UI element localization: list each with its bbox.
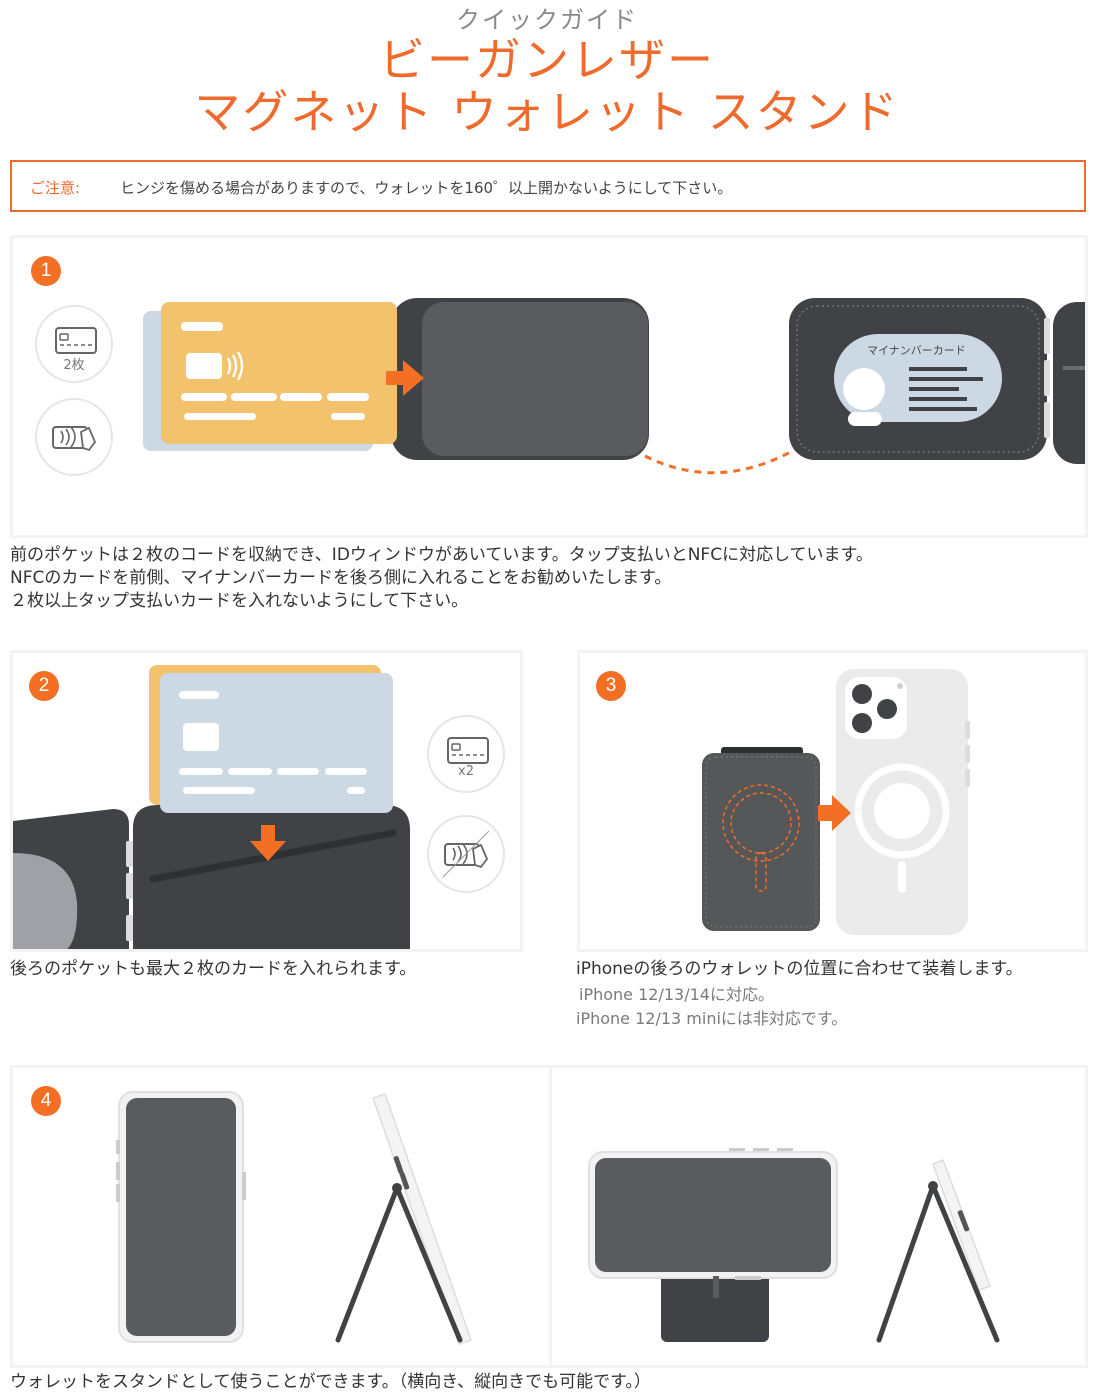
- id-window-label: マイナンバーカード: [867, 344, 966, 357]
- step-1-desc-line-1: 前のポケットは２枚のコードを収納でき、IDウィンドウがあいています。タップ支払い…: [10, 545, 873, 565]
- step-1-panel: 1 2枚: [10, 235, 1088, 538]
- step-3-note-1: iPhone 12/13/14に対応。: [579, 985, 774, 1004]
- step-1-number: 1: [31, 256, 61, 286]
- card-count-label-2: x2: [458, 764, 474, 779]
- guide-subtitle: クイックガイド: [456, 6, 638, 34]
- product-title-line-1: ビーガンレザー: [379, 33, 715, 87]
- step-4-divider: [549, 1068, 552, 1365]
- card-count-icon: 2枚: [35, 305, 113, 383]
- card-count-label: 2枚: [63, 358, 85, 373]
- step-2-desc: 後ろのポケットも最大２枚のカードを入れられます。: [10, 959, 417, 979]
- step-3-number: 3: [596, 671, 626, 701]
- step-2-panel: 2 x2: [10, 650, 523, 952]
- step-1-desc-line-3: ２枚以上タップ支払いカードを入れないようにして下さい。: [10, 591, 469, 611]
- step-3-illustration: [702, 669, 970, 935]
- step-1-desc-line-2: NFCのカードを前側、マイナンバーカードを後ろ側に入れることをお勧めいたします。: [10, 568, 672, 588]
- step-3-panel: 3: [577, 650, 1088, 952]
- card-count-icon-2: x2: [427, 715, 505, 793]
- step-4-panel: 4: [10, 1065, 1088, 1368]
- step-3-desc: iPhoneの後ろのウォレットの位置に合わせて装着します。: [576, 959, 1023, 979]
- step-4-illustration: [116, 1091, 1000, 1345]
- step-4-desc: ウォレットをスタンドとして使うことができます。（横向き、縦向きでも可能です。）: [10, 1372, 651, 1392]
- tap-to-pay-icon: [35, 398, 113, 476]
- caution-label: ご注意:: [30, 179, 81, 197]
- step-1-illustration: [143, 298, 1085, 475]
- step-3-note-2: iPhone 12/13 miniには非対応です。: [576, 1009, 848, 1028]
- step-2-number: 2: [29, 671, 59, 701]
- caution-notice: ご注意: ヒンジを傷める場合がありますので、ウォレットを160゜以上開かないよう…: [10, 160, 1086, 212]
- step-2-illustration: [13, 665, 410, 949]
- caution-text: ヒンジを傷める場合がありますので、ウォレットを160゜以上開かないようにして下さ…: [120, 179, 733, 197]
- product-title-line-2: マグネット ウォレット スタンド: [194, 85, 900, 139]
- step-4-number: 4: [31, 1086, 61, 1116]
- no-tap-pay-icon: [427, 815, 505, 893]
